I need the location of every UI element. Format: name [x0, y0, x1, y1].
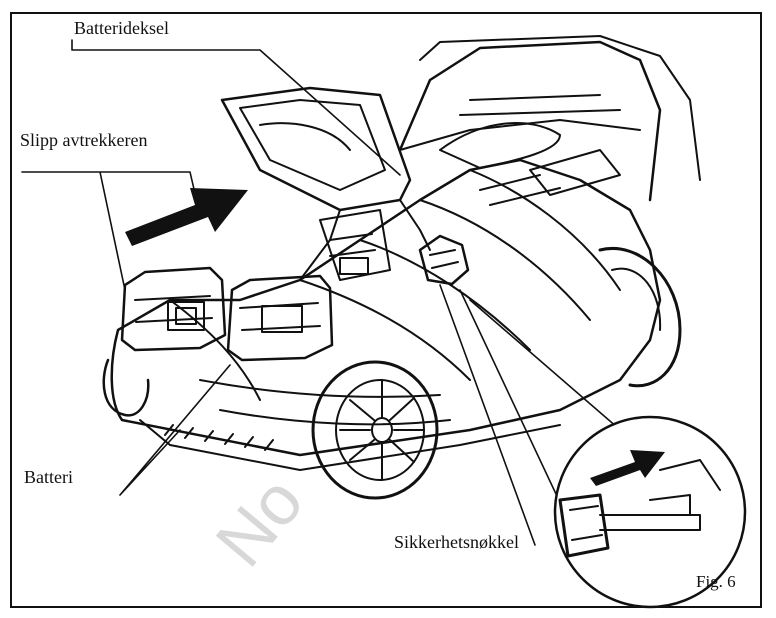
mower-deck	[110, 158, 662, 471]
label-safety-key: Sikkerhetsnøkkel	[394, 532, 519, 552]
detail-inset	[553, 415, 747, 609]
battery-left	[120, 266, 227, 352]
front-left-wheel	[102, 358, 150, 417]
battery-compartment	[319, 209, 391, 281]
label-battery-cover: Batterideksel	[72, 18, 171, 39]
safety-key-shape	[418, 234, 470, 286]
figure-number: Fig. 6	[696, 572, 736, 591]
label-battery: Batteri	[22, 467, 75, 488]
rear-wheel	[598, 247, 682, 388]
battery-cover-shape	[220, 86, 431, 281]
direction-arrow-icon	[125, 188, 248, 246]
front-wheel	[311, 360, 439, 500]
battery-right	[226, 274, 334, 362]
leader-lines	[21, 39, 656, 546]
label-release-trigger: Slipp avtrekkeren	[18, 130, 150, 151]
mower-top	[398, 35, 701, 206]
